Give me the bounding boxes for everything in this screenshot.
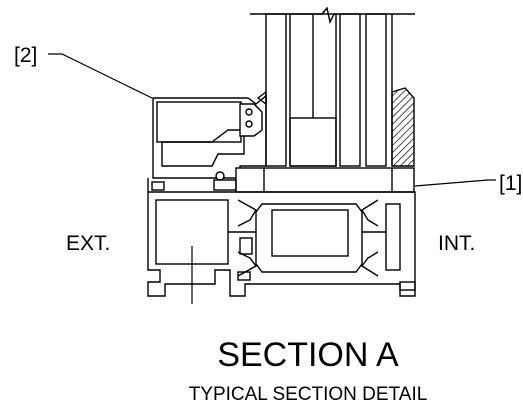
callout-1-label: [1] bbox=[499, 172, 522, 195]
setting-block bbox=[235, 167, 415, 193]
interior-label: INT. bbox=[438, 232, 475, 255]
glazing-unit bbox=[250, 6, 415, 167]
exterior-label: EXT. bbox=[66, 232, 110, 255]
section-subtitle: TYPICAL SECTION DETAIL bbox=[189, 384, 428, 405]
leader-2 bbox=[48, 53, 153, 99]
callout-2-label: [2] bbox=[14, 44, 37, 67]
interior-bead bbox=[391, 87, 415, 167]
leader-lines bbox=[48, 53, 496, 304]
leader-1 bbox=[414, 179, 496, 187]
exterior-glazing-bead bbox=[152, 90, 267, 181]
frame-profile bbox=[147, 178, 416, 297]
section-title: SECTION A bbox=[217, 336, 399, 374]
